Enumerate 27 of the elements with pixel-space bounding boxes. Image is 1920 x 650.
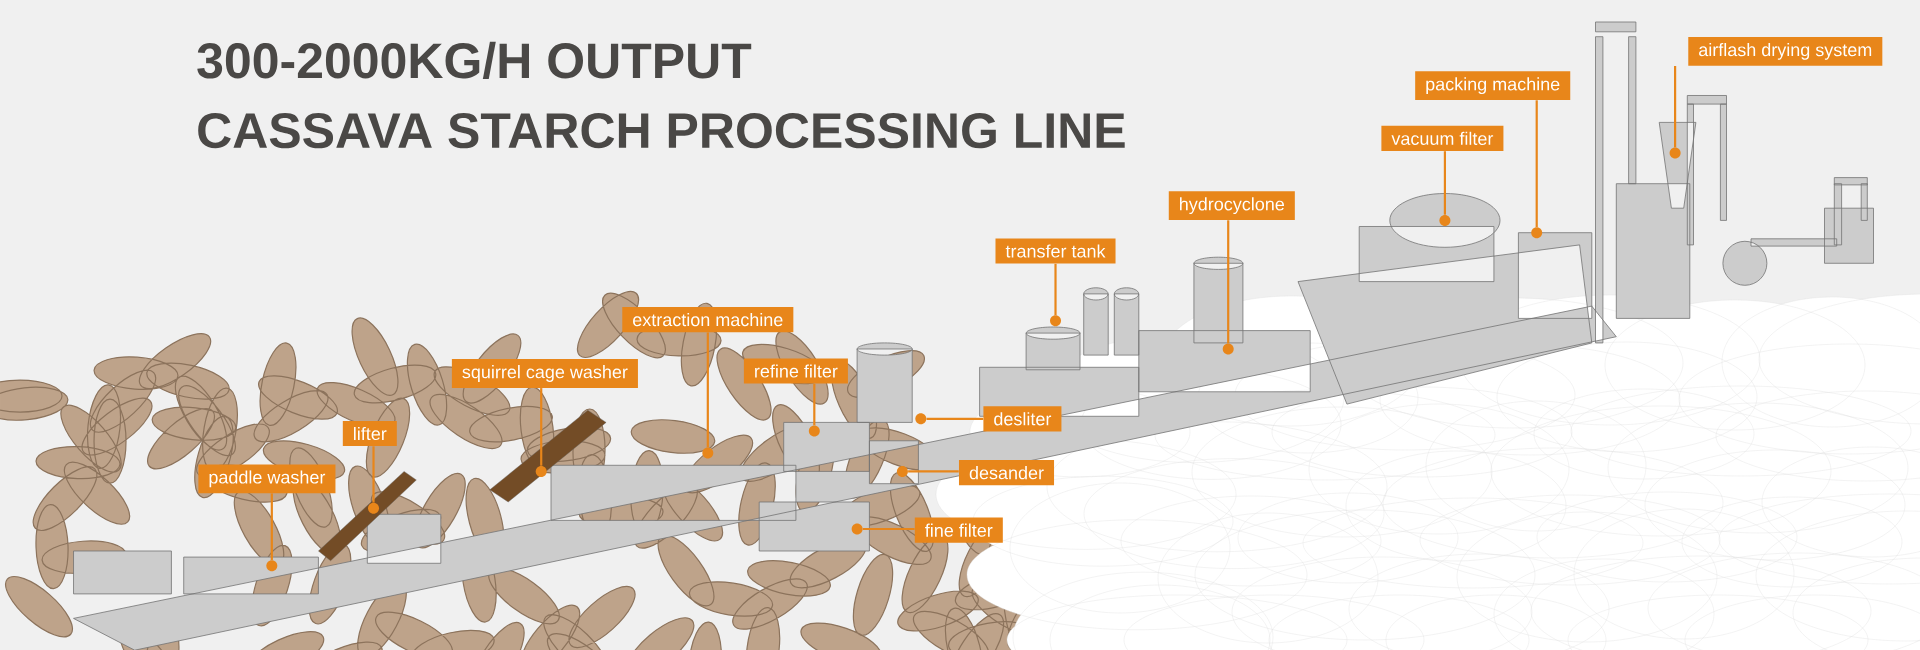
leader-line (1535, 100, 1538, 227)
label-box: hydrocyclone (1168, 191, 1295, 221)
leader-line (926, 417, 984, 420)
label-box: vacuum filter (1381, 125, 1504, 151)
leader-line (706, 332, 709, 448)
leader-line (862, 527, 915, 531)
leader-line (372, 446, 375, 503)
leader-line (908, 470, 959, 473)
label-box: paddle washer (198, 464, 336, 494)
label-box: desander (959, 460, 1055, 486)
leader-line (1674, 66, 1677, 148)
label-box: extraction machine (622, 307, 794, 333)
leader-line (1227, 220, 1230, 344)
leader-line (1443, 151, 1446, 215)
label-box: refine filter (743, 358, 848, 384)
title: 300-2000KG/H OUTPUT (197, 41, 752, 80)
label-box: packing machine (1415, 71, 1571, 101)
title: CASSAVA STARCH PROCESSING LINE (198, 112, 1125, 149)
label-box: transfer tank (995, 238, 1116, 264)
label-box: fine filter (914, 517, 1003, 543)
label-box: airflash drying system (1688, 37, 1883, 66)
leader-line (540, 388, 543, 466)
leader-line (813, 383, 816, 426)
leader-line (270, 493, 273, 560)
label-box: desliter (983, 406, 1062, 432)
leader-line (1054, 263, 1057, 316)
label-box: squirrel cage washer (451, 359, 638, 388)
